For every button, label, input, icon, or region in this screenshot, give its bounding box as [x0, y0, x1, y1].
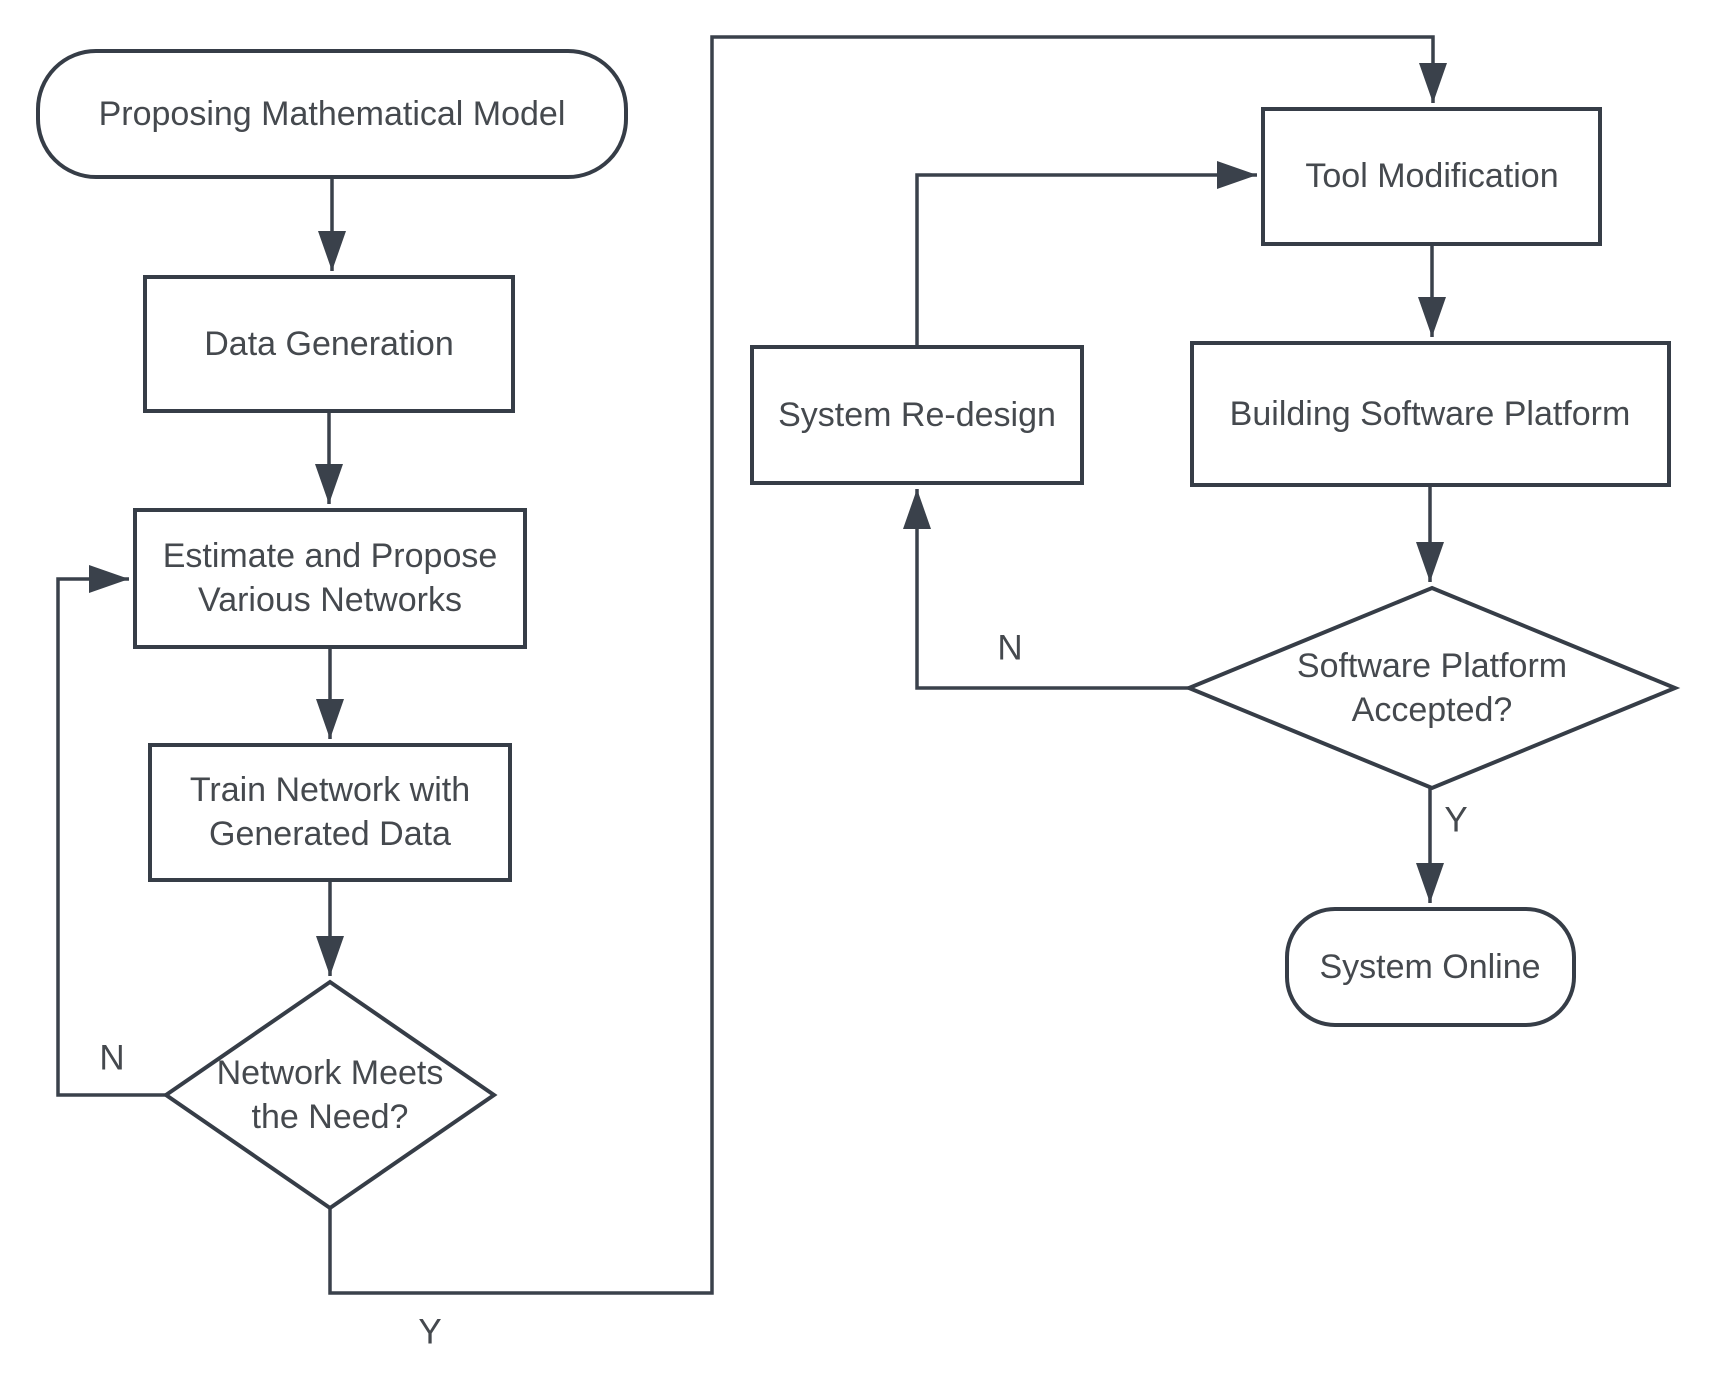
node-tool-modification: Tool Modification [1261, 107, 1602, 246]
edge-label-network-need-yes: Y [418, 1313, 441, 1352]
node-platform-accepted-decision: Software Platform Accepted? [1183, 585, 1681, 791]
process-shape [133, 508, 527, 649]
node-label: Data Generation [204, 325, 454, 363]
edge-network-decision-yes-to-tool-modification [328, 35, 1447, 1295]
node-network-meets-need-decision: Network Meets the Need? [162, 979, 498, 1211]
process-shape [1190, 341, 1671, 487]
node-estimate-and-propose-networks: Estimate and Propose Various Networks [133, 508, 527, 649]
edge-network-decision-no-loop [56, 565, 166, 1097]
edge-label-network-need-no: N [99, 1039, 124, 1078]
node-label: System Re-design [778, 396, 1056, 434]
node-data-generation: Data Generation [143, 275, 515, 413]
node-label-line1: Software Platform [1297, 647, 1567, 685]
node-system-redesign: System Re-design [750, 345, 1084, 485]
edge-label-platform-accepted-no: N [997, 629, 1022, 668]
terminator-shape [36, 49, 628, 179]
node-label-line2: the Need? [252, 1098, 409, 1136]
node-proposing-mathematical-model: Proposing Mathematical Model [36, 49, 628, 179]
node-label: Tool Modification [1305, 157, 1558, 195]
decision-shape [1183, 585, 1681, 791]
node-system-online: System Online [1285, 907, 1576, 1027]
edge-accepted-decision-no-to-system-redesign [903, 489, 1189, 690]
node-building-software-platform: Building Software Platform [1190, 341, 1671, 487]
edge-label-platform-accepted-yes: Y [1444, 801, 1467, 840]
node-label: Building Software Platform [1230, 395, 1631, 433]
edge-system-redesign-to-tool-modification [915, 161, 1257, 347]
terminator-shape [1285, 907, 1576, 1027]
process-shape [143, 275, 515, 413]
node-label-line1: Estimate and Propose [163, 537, 498, 575]
process-shape [1261, 107, 1602, 246]
node-label-line2: Accepted? [1352, 691, 1513, 729]
node-label-line2: Various Networks [198, 581, 462, 619]
node-label: Proposing Mathematical Model [99, 95, 566, 133]
node-label-line1: Network Meets [217, 1054, 444, 1092]
node-train-network: Train Network with Generated Data [148, 743, 512, 882]
decision-shape [162, 979, 498, 1211]
node-label-line1: Train Network with [190, 771, 470, 809]
process-shape [750, 345, 1084, 485]
process-shape [148, 743, 512, 882]
node-label-line2: Generated Data [209, 815, 451, 853]
node-label: System Online [1319, 948, 1540, 986]
